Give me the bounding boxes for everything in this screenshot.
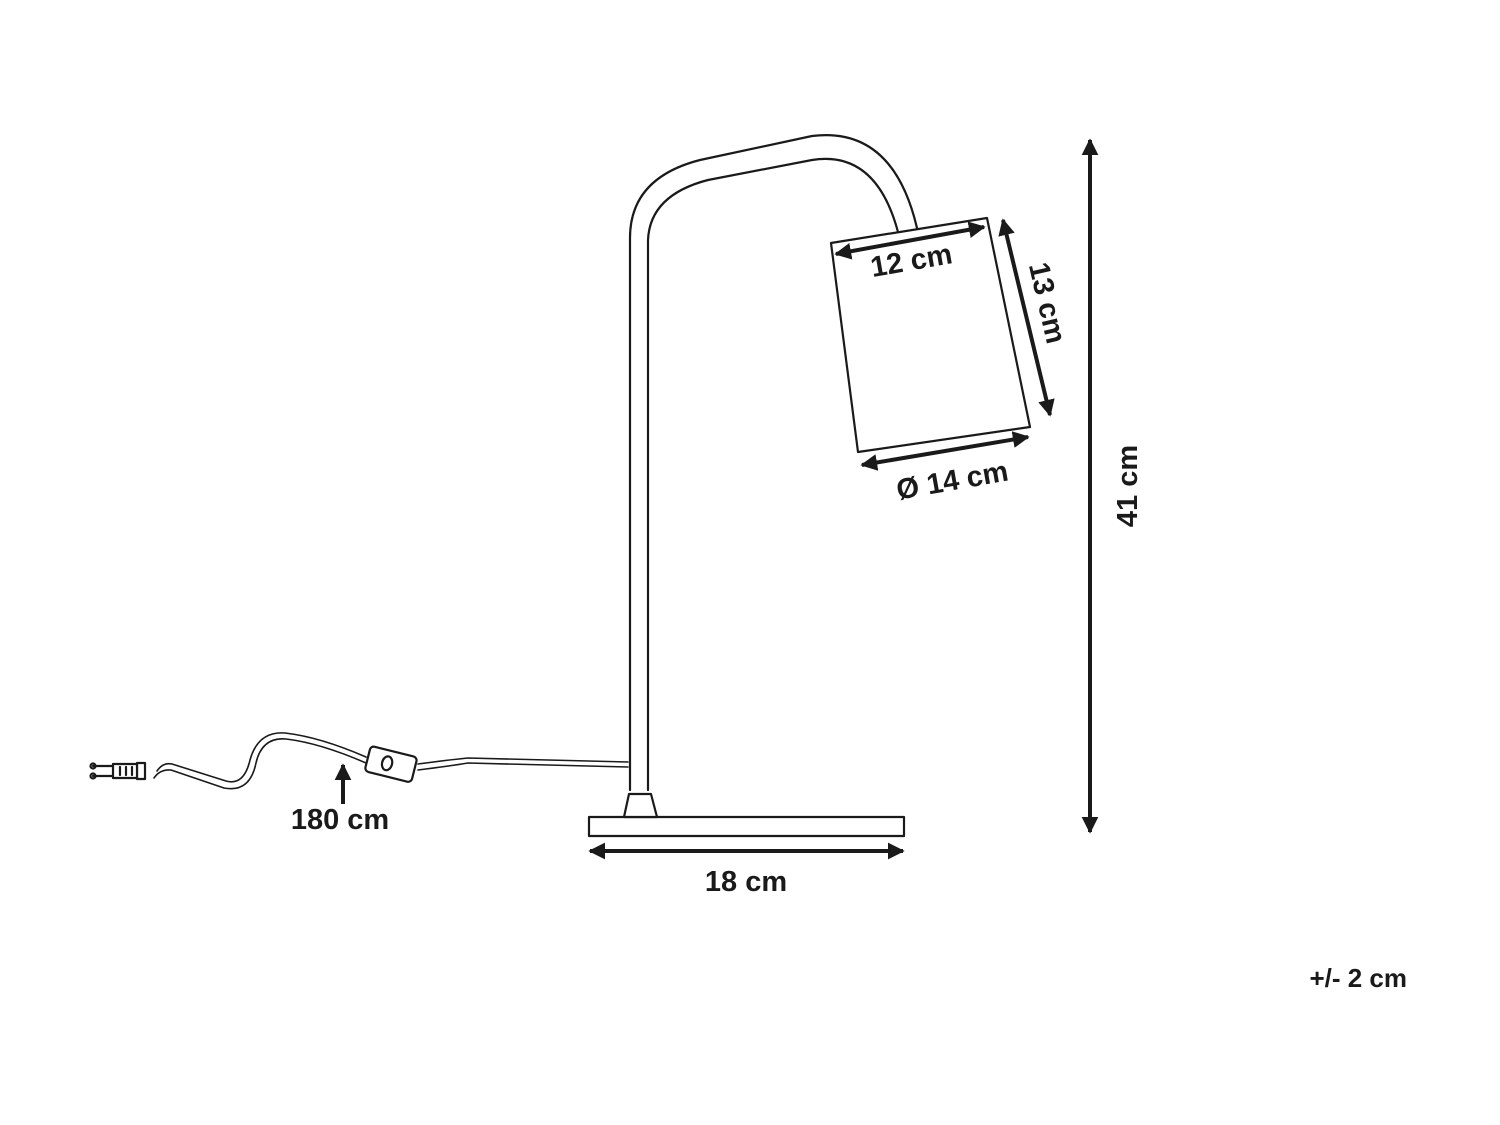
cable-length-label: 180 cm: [291, 804, 389, 836]
total-height-label: 41 cm: [1112, 445, 1144, 527]
lamp-arm: [628, 134, 919, 792]
shade-diameter-label: Ø 14 cm: [894, 456, 1011, 507]
plug-icon: [89, 761, 147, 781]
lamp-base: [587, 792, 906, 838]
dimension-cable-length: 180 cm: [291, 763, 389, 836]
dimension-base-width: 18 cm: [588, 842, 905, 898]
base-width-label: 18 cm: [705, 866, 787, 898]
inline-switch: [364, 745, 418, 783]
dimension-total-height: 41 cm: [1081, 138, 1144, 834]
power-cable: [89, 732, 629, 790]
tolerance-note: +/- 2 cm: [1309, 963, 1407, 993]
